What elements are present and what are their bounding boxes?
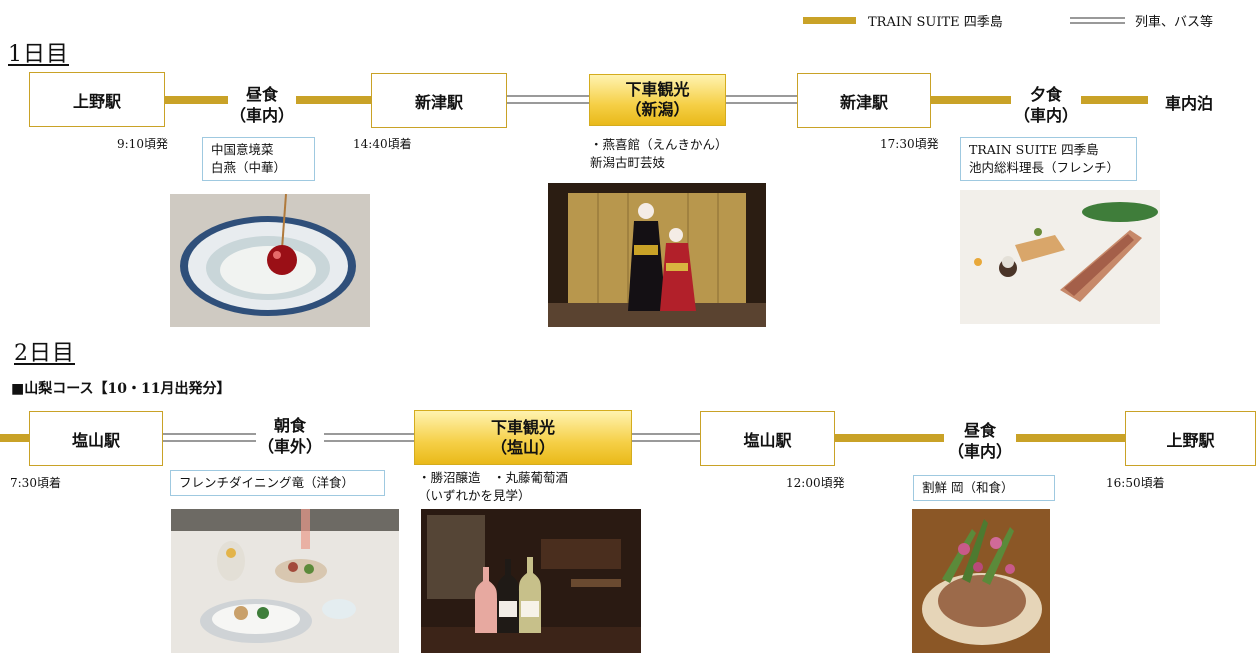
- sightseeing-spot: ・燕喜館（えんきかん）: [590, 137, 728, 152]
- sightseeing-location: （塩山）: [490, 437, 555, 457]
- breakfast-location: （車外）: [257, 437, 322, 456]
- route-ueno-lunch: [164, 96, 232, 104]
- dinner-chef: 池内総料理長（フレンチ）: [969, 160, 1120, 175]
- route-start-enzan: [0, 434, 30, 442]
- lunch-chef: 白燕（中華）: [211, 160, 287, 175]
- legend-other-label: 列車、バス等: [1135, 15, 1214, 30]
- legend-train-suite-line: [803, 17, 856, 24]
- time-enzan-arrival: 7:30頃着: [10, 476, 61, 490]
- station-enzan-label: 塩山駅: [71, 430, 120, 450]
- time-niitsu-arrival: 14:40頃着: [353, 137, 412, 151]
- dinner-restaurant: TRAIN SUITE 四季島: [969, 142, 1099, 157]
- route-niitsu-dinner: [930, 96, 1014, 104]
- time-ueno-arrival: 16:50頃着: [1106, 476, 1165, 490]
- lunch-restaurant-day2: 割鮮 岡（和食）: [922, 480, 1014, 495]
- dinner-location: （車内）: [1013, 106, 1078, 125]
- lunch-label: 昼食: [245, 85, 278, 104]
- wine-photo: [421, 509, 641, 653]
- lunch-node-day2: 昼食 （車内）: [944, 420, 1016, 462]
- station-niitsu-label: 新津駅: [839, 92, 888, 112]
- route-enzan-lunch: [834, 434, 946, 442]
- station-niitsu-arrival: 新津駅: [371, 73, 507, 128]
- sightseeing-detail-note-day2: ・勝沼醸造 ・丸藤葡萄酒 （いずれかを見学）: [418, 469, 568, 505]
- dinner-node-day1: 夕食 （車内）: [1011, 84, 1081, 126]
- lunch-dish-photo: [170, 194, 370, 327]
- overnight-label: 車内泊: [1165, 94, 1214, 113]
- station-niitsu-label: 新津駅: [414, 92, 463, 112]
- time-niitsu-departure: 17:30頃発: [880, 137, 939, 151]
- day1-title: 1日目: [8, 42, 69, 67]
- route-enzan-breakfast: [162, 433, 258, 442]
- route-dinner-overnight: [1080, 96, 1148, 104]
- station-ueno-label: 上野駅: [72, 91, 121, 111]
- station-ueno-label: 上野駅: [1166, 430, 1215, 450]
- station-ueno-day1: 上野駅: [29, 72, 165, 127]
- lunch-location: （車内）: [229, 106, 294, 125]
- dinner-detail-callout: TRAIN SUITE 四季島 池内総料理長（フレンチ）: [960, 137, 1137, 181]
- lunch-dish-photo-day2: [912, 509, 1050, 653]
- course-title: ■山梨コース【10・11月出発分】: [11, 381, 231, 397]
- lunch-label: 昼食: [963, 421, 996, 440]
- winery-note: （いずれかを見学）: [418, 488, 531, 503]
- route-breakfast-sightseeing: [322, 433, 414, 442]
- lunch-detail-callout-day2: 割鮮 岡（和食）: [913, 475, 1055, 501]
- dinner-label: 夕食: [1029, 85, 1062, 104]
- sightseeing-label: 下車観光: [490, 417, 555, 437]
- lunch-node-day1: 昼食 （車内）: [228, 84, 296, 126]
- station-enzan-label: 塩山駅: [743, 430, 792, 450]
- breakfast-detail-callout: フレンチダイニング竜（洋食）: [170, 470, 385, 496]
- sightseeing-detail-note: ・燕喜館（えんきかん） 新潟古町芸妓: [590, 136, 728, 172]
- route-lunch-ueno: [1014, 434, 1126, 442]
- lunch-location: （車内）: [947, 442, 1012, 461]
- sightseeing-niigata: 下車観光 （新潟）: [589, 74, 726, 126]
- time-ueno-departure: 9:10頃発: [117, 137, 168, 151]
- route-sightseeing-enzan: [631, 433, 701, 442]
- breakfast-restaurant: フレンチダイニング竜（洋食）: [179, 475, 355, 490]
- geisha-photo: [548, 183, 766, 327]
- dinner-dish-photo: [960, 190, 1160, 324]
- station-enzan-departure: 塩山駅: [700, 411, 835, 466]
- legend-other-line: [1070, 17, 1125, 24]
- sightseeing-enzan: 下車観光 （塩山）: [414, 410, 632, 465]
- legend-train-suite-label: TRAIN SUITE 四季島: [868, 15, 1003, 30]
- sightseeing-geisha: 新潟古町芸妓: [590, 155, 666, 170]
- lunch-detail-callout: 中国意境菜 白燕（中華）: [202, 137, 315, 181]
- breakfast-node-day2: 朝食 （車外）: [256, 415, 324, 457]
- route-sightseeing-niitsu: [725, 95, 798, 104]
- station-enzan-arrival: 塩山駅: [29, 411, 163, 466]
- station-ueno-day2: 上野駅: [1125, 411, 1256, 466]
- sightseeing-location: （新潟）: [625, 100, 690, 119]
- winery-names: ・勝沼醸造 ・丸藤葡萄酒: [418, 470, 569, 485]
- sightseeing-label: 下車観光: [625, 80, 690, 99]
- lunch-restaurant: 中国意境菜: [211, 142, 274, 157]
- route-lunch-niitsu: [294, 96, 372, 104]
- route-niitsu-sightseeing: [506, 95, 590, 104]
- time-enzan-departure: 12:00頃発: [786, 476, 845, 490]
- breakfast-dish-photo: [171, 509, 399, 653]
- breakfast-label: 朝食: [273, 416, 306, 435]
- day2-title: 2日目: [14, 341, 75, 366]
- station-niitsu-departure: 新津駅: [797, 73, 931, 128]
